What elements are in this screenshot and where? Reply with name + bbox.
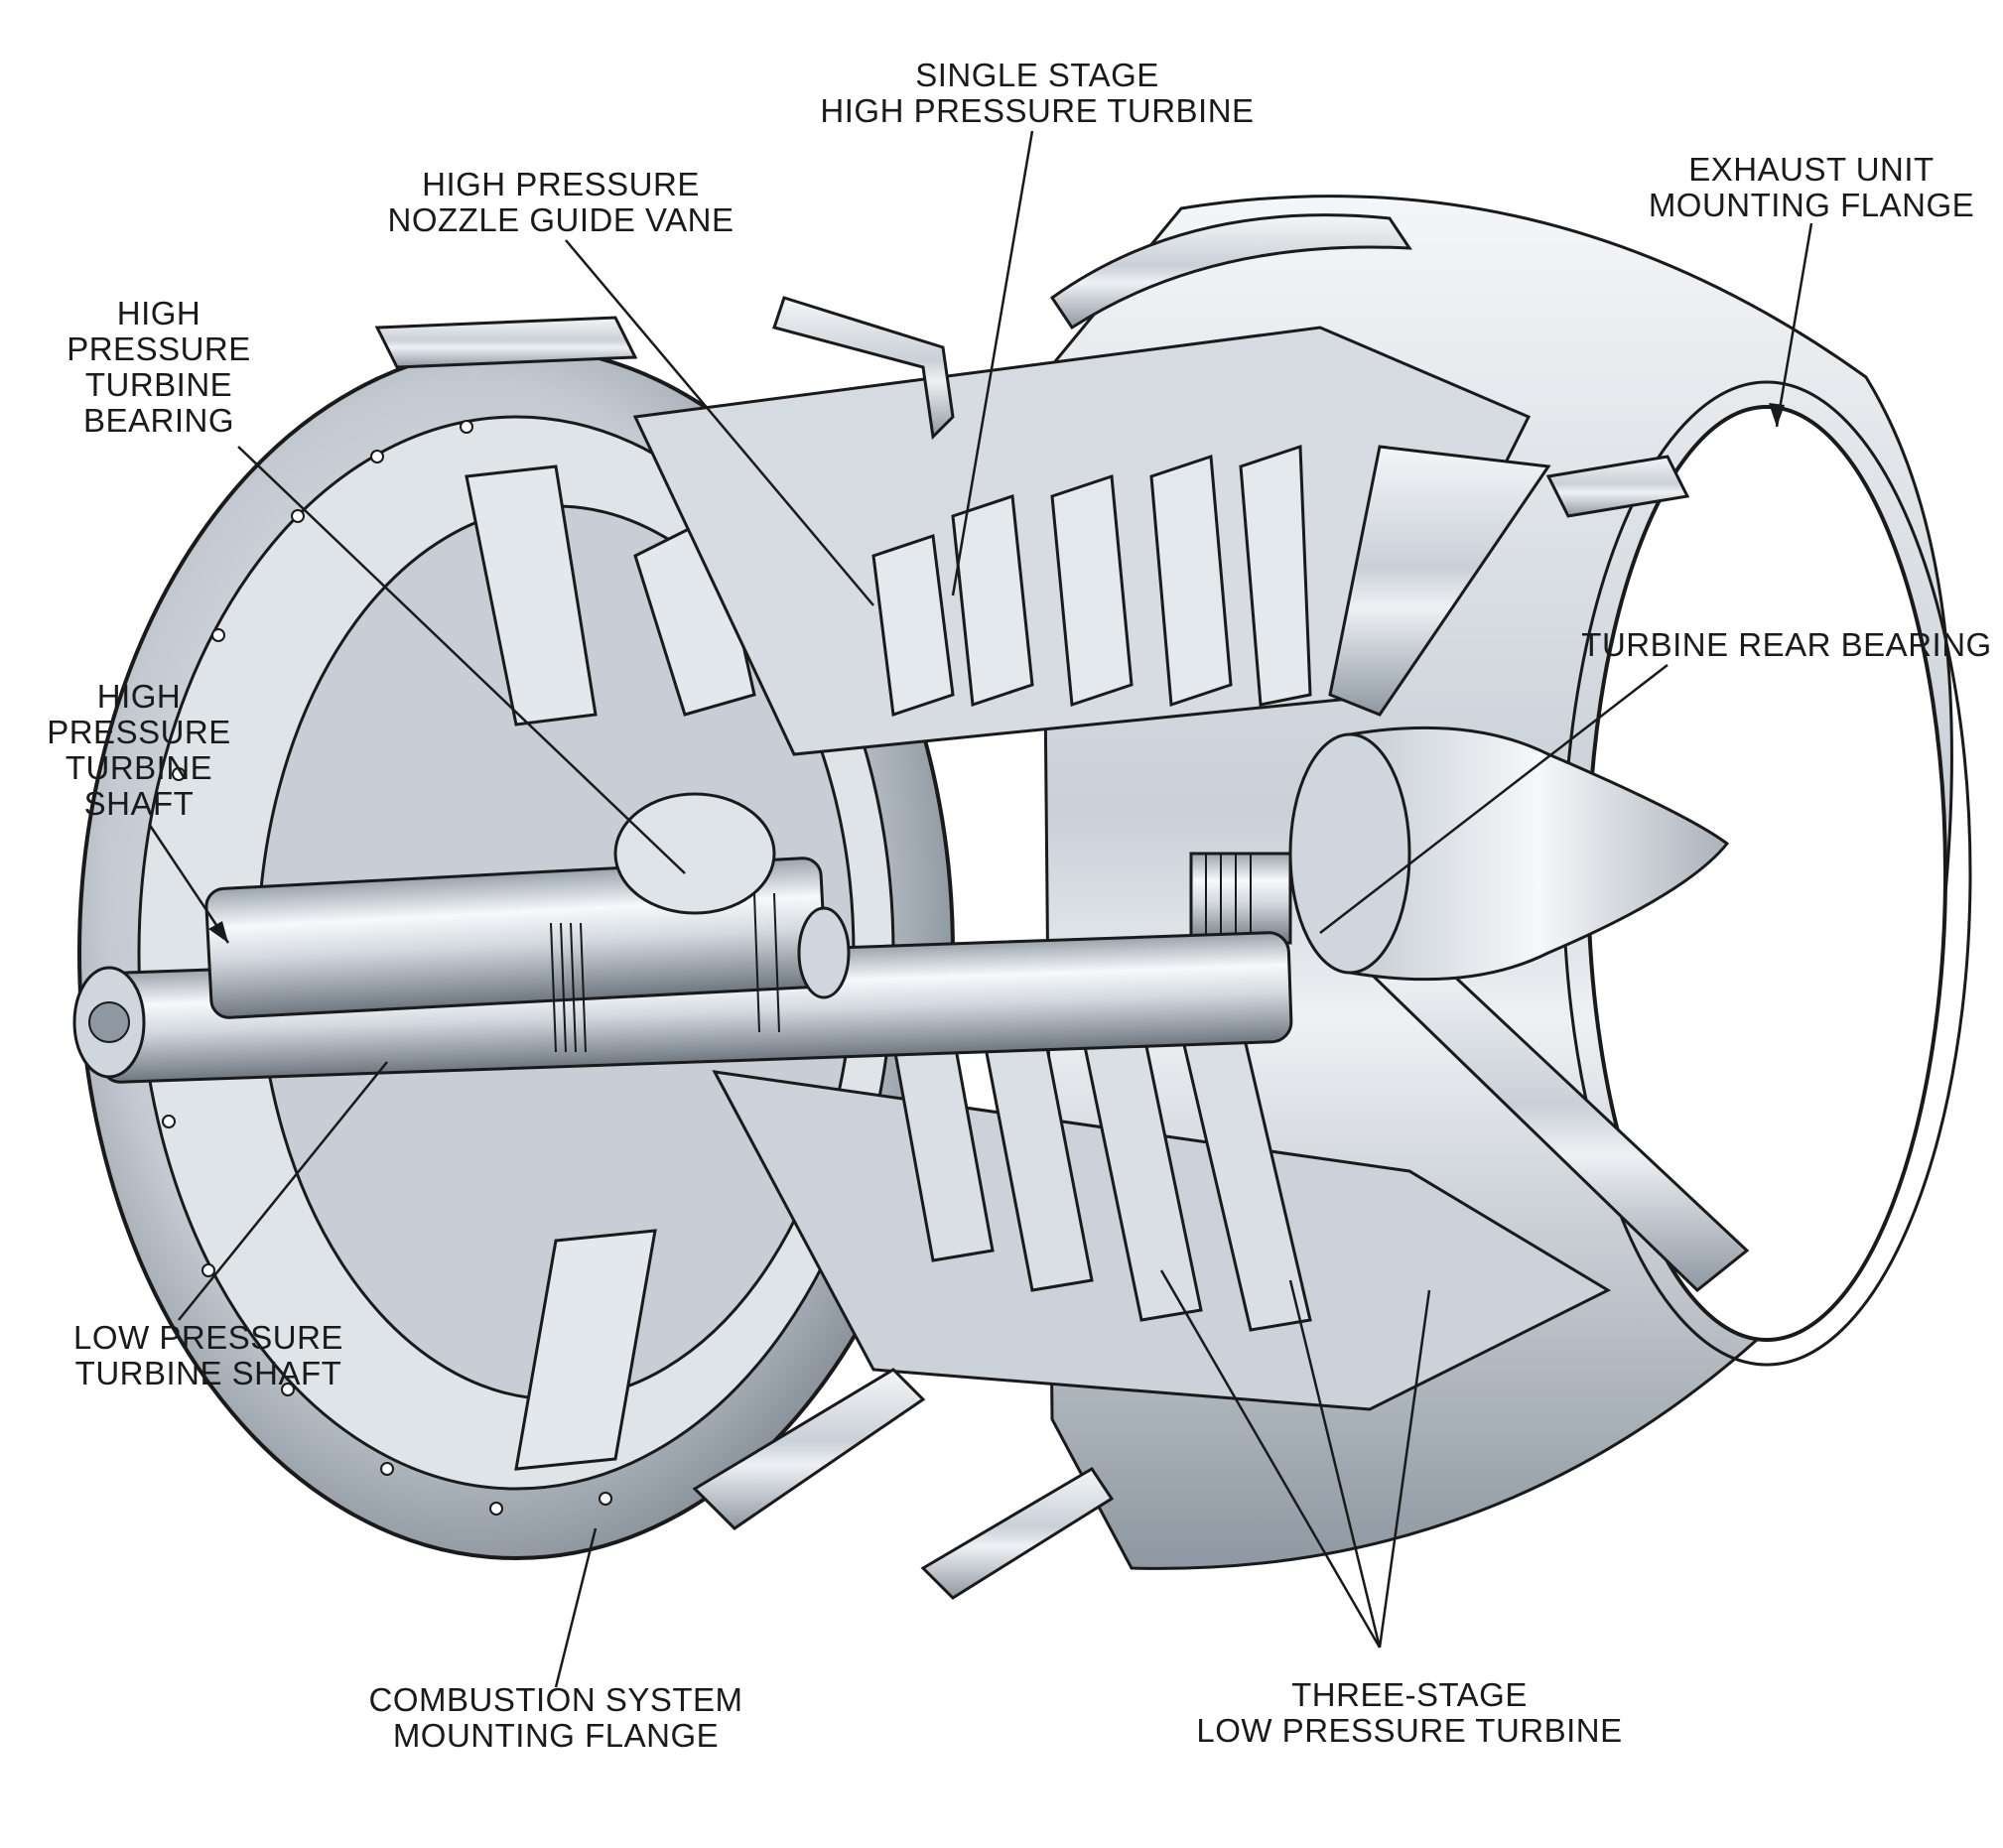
leader-combustion-flange [554,1527,598,1688]
leader-hp-ngv [565,239,874,606]
leader-hp-shaft [147,823,230,944]
leader-lp-turbine-2 [1288,1279,1382,1649]
label-line: THREE-STAGE [1291,1676,1528,1713]
label-line: EXHAUST UNIT [1688,151,1935,188]
leader-lines [147,130,1813,1688]
label-line: HIGH [96,678,182,715]
hp-turbine-bearing-region [613,792,851,999]
leader-hp-bearing [237,446,686,874]
label-hp-bearing: HIGH PRESSURE TURBINE BEARING [60,296,258,439]
leader-exhaust-flange [1775,222,1813,428]
leader-rear-bearing [1319,664,1669,934]
label-line: PRESSURE [47,714,231,750]
label-combustion-flange: COMBUSTION SYSTEM MOUNTING FLANGE [352,1682,759,1754]
shaft-end [72,966,146,1079]
label-hp-ngv: HIGH PRESSURE NOZZLE GUIDE VANE [372,167,749,238]
label-line: LOW PRESSURE TURBINE [1196,1712,1623,1749]
rear-struts [1328,445,1750,1292]
label-line: HIGH [116,295,201,331]
label-line: LOW PRESSURE [73,1319,343,1356]
label-line: MOUNTING FLANGE [392,1717,720,1754]
label-rear-bearing: TURBINE REAR BEARING [1578,627,1995,663]
label-exhaust-flange: EXHAUST UNIT MOUNTING FLANGE [1628,152,1995,223]
label-hp-turbine-single: SINGLE STAGE HIGH PRESSURE TURBINE [809,58,1266,129]
label-line: HIGH PRESSURE TURBINE [820,92,1255,129]
leader-arrowheads [208,403,1785,943]
leader-hp-turbine-single [951,130,1034,596]
exhaust-cone [1288,726,1730,982]
label-line: SINGLE STAGE [915,57,1159,93]
label-line: BEARING [82,402,235,439]
label-line: TURBINE SHAFT [74,1355,342,1391]
label-line: TURBINE REAR BEARING [1581,626,1992,663]
lp-turbine-blades-lower [891,1020,1312,1332]
label-line: TURBINE [65,749,213,786]
label-line: SHAFT [83,785,195,822]
label-lp-turbine: THREE-STAGE LOW PRESSURE TURBINE [1176,1677,1643,1749]
label-hp-shaft: HIGH PRESSURE TURBINE SHAFT [40,679,238,822]
label-line: HIGH PRESSURE [422,166,700,202]
leader-lp-shaft [178,1061,388,1321]
lp-turbine-blades-upper [871,444,1312,718]
label-line: TURBINE [84,366,233,403]
leader-lp-turbine-1 [1159,1269,1382,1649]
label-line: COMBUSTION SYSTEM [368,1681,743,1718]
label-line: MOUNTING FLANGE [1648,187,1975,223]
leader-lp-turbine-3 [1378,1289,1431,1649]
rear-bearing-housing [1189,852,1292,945]
label-line: NOZZLE GUIDE VANE [387,201,734,238]
label-lp-shaft: LOW PRESSURE TURBINE SHAFT [50,1320,367,1391]
label-line: PRESSURE [67,330,251,367]
